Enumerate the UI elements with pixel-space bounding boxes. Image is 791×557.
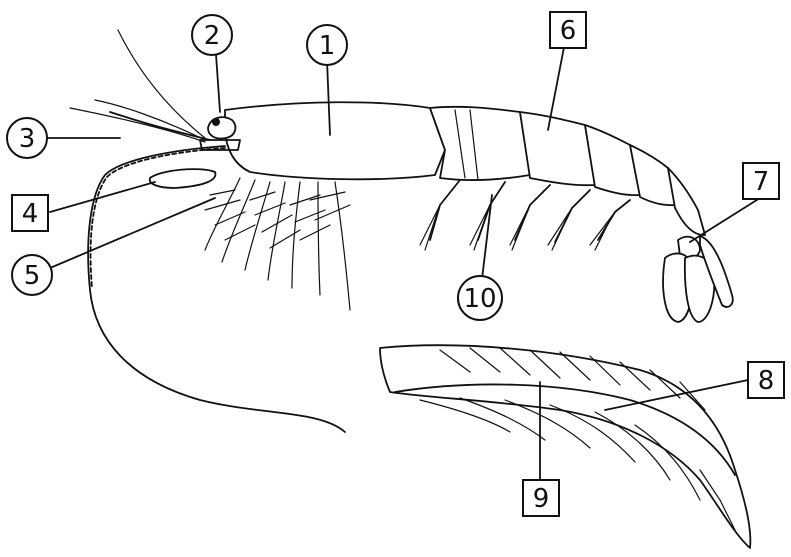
label-2: 2 xyxy=(192,15,232,55)
thoracic-legs xyxy=(205,178,350,310)
label-3-text: 3 xyxy=(19,124,36,154)
segmented-antenna xyxy=(88,146,345,432)
label-2-text: 2 xyxy=(204,21,221,51)
pleopod-detail xyxy=(380,345,750,548)
label-1-text: 1 xyxy=(319,31,336,61)
label-10: 10 xyxy=(458,276,502,320)
pleopods xyxy=(420,180,630,250)
tail-fan xyxy=(663,236,733,322)
label-1: 1 xyxy=(307,25,347,65)
antennae xyxy=(70,30,210,142)
antennal-scale xyxy=(150,169,216,188)
label-9-text: 9 xyxy=(533,484,550,514)
label-4: 4 xyxy=(12,195,48,231)
label-7: 7 xyxy=(743,163,779,199)
label-8-text: 8 xyxy=(758,366,775,396)
label-5: 5 xyxy=(12,255,52,295)
label-7-text: 7 xyxy=(753,167,770,197)
carapace xyxy=(225,102,445,179)
label-8: 8 xyxy=(748,362,784,398)
label-9: 9 xyxy=(523,480,559,516)
label-3: 3 xyxy=(7,118,47,158)
label-6-text: 6 xyxy=(560,16,577,46)
label-10-text: 10 xyxy=(463,284,496,314)
label-6: 6 xyxy=(550,12,586,48)
label-4-text: 4 xyxy=(22,199,39,229)
label-5-text: 5 xyxy=(24,261,41,291)
